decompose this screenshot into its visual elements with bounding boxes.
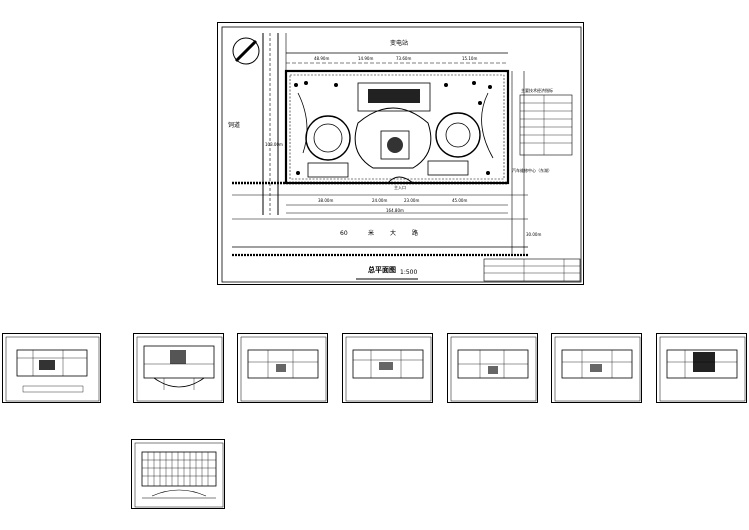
north-arrow-icon bbox=[232, 37, 260, 65]
thumb-drawing-2 bbox=[136, 336, 223, 402]
thumb-drawing-6 bbox=[554, 336, 641, 402]
thumb-drawing-1 bbox=[5, 336, 100, 402]
dim-top-1: 48.90m bbox=[314, 56, 330, 61]
thumb-drawing-5 bbox=[450, 336, 537, 402]
dim-bottom-1: 38.00m bbox=[318, 198, 334, 203]
dim-top-3: 73.60m bbox=[396, 56, 412, 61]
table-title: 主要技术经济指标 bbox=[521, 88, 553, 93]
floor-plan-thumb-1[interactable] bbox=[2, 333, 101, 403]
thumb-drawing-7 bbox=[659, 336, 746, 402]
dim-bottom-3: 23.00m bbox=[404, 198, 420, 203]
north-road-label: 变电站 bbox=[390, 40, 409, 47]
boulevard-4: 路 bbox=[412, 230, 419, 237]
bus-center-label: 汽车维修中心（东湖） bbox=[512, 168, 552, 173]
floor-plan-thumb-2[interactable] bbox=[133, 333, 224, 403]
side-dim-left: 103.00m bbox=[265, 142, 283, 147]
thumb-drawing-3 bbox=[240, 336, 327, 402]
boulevard-2: 米 bbox=[368, 230, 375, 237]
floor-plan-thumb-7[interactable] bbox=[656, 333, 747, 403]
site-plan-title: 总平面图 bbox=[368, 266, 396, 274]
entrance-label: 主入口 bbox=[394, 185, 406, 190]
site-plan-drawing bbox=[221, 26, 582, 283]
floor-plan-thumb-4[interactable] bbox=[342, 333, 433, 403]
floor-plan-thumb-3[interactable] bbox=[237, 333, 328, 403]
thumb-drawing-4 bbox=[345, 336, 432, 402]
total-width: 164.80m bbox=[386, 208, 404, 213]
dim-bottom-2: 24.00m bbox=[372, 198, 388, 203]
west-road-label: 饲道 bbox=[228, 122, 241, 129]
boulevard-1: 60 bbox=[340, 230, 348, 237]
dim-top-2: 14.90m bbox=[358, 56, 374, 61]
dim-top-4: 15.10m bbox=[462, 56, 478, 61]
side-dim-right: 30.00m bbox=[526, 232, 542, 237]
elevation-drawing bbox=[134, 442, 224, 508]
dim-bottom-4: 45.00m bbox=[452, 198, 468, 203]
floor-plan-thumb-6[interactable] bbox=[551, 333, 642, 403]
site-plan-sheet: 变电站 饲道 48.90m 14.90m 73.60m 15.10m 103.0… bbox=[217, 22, 584, 285]
floor-plan-thumb-5[interactable] bbox=[447, 333, 538, 403]
elevation-thumb[interactable] bbox=[131, 439, 225, 509]
site-plan-scale: 1:500 bbox=[400, 269, 418, 276]
boulevard-3: 大 bbox=[390, 230, 397, 237]
